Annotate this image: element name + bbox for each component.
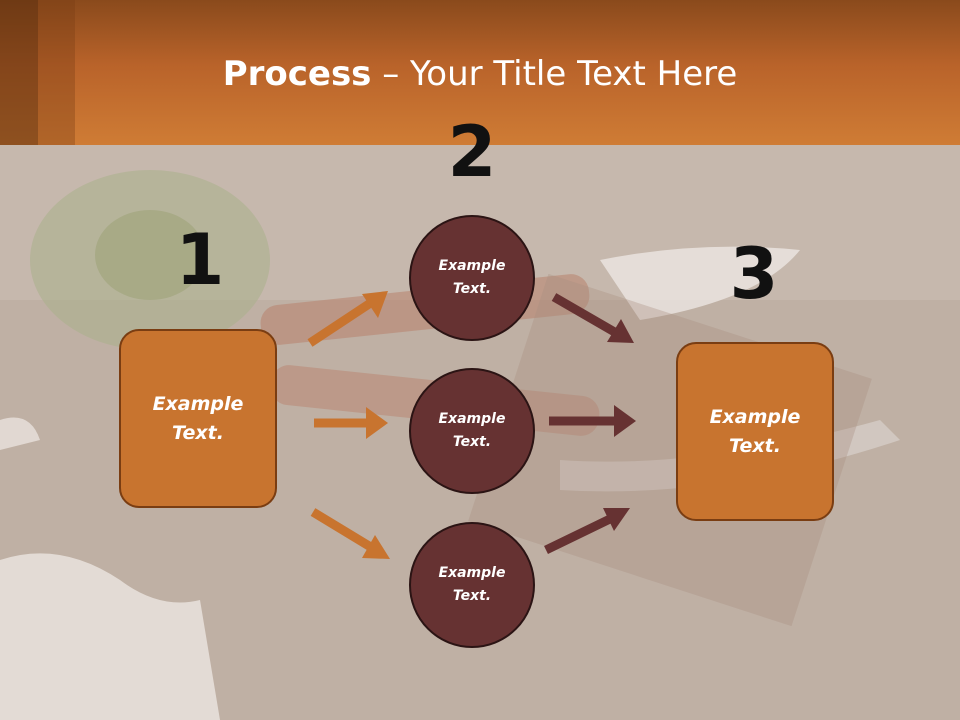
step-circle-top[interactable]: Example Text. — [409, 215, 535, 341]
slide-title[interactable]: Process – Your Title Text Here — [0, 52, 960, 96]
step-circle-bottom-label: Example Text. — [438, 565, 506, 604]
title-rest: – Your Title Text Here — [371, 54, 738, 94]
step-circle-middle[interactable]: Example Text. — [409, 368, 535, 494]
step-number-2: 2 — [447, 111, 497, 193]
step-box-left[interactable]: Example Text. — [119, 329, 277, 508]
arrow-left-up — [307, 291, 388, 347]
step-box-right[interactable]: Example Text. — [676, 342, 834, 521]
step-number-3: 3 — [729, 233, 779, 315]
step-box-right-label: Example Text. — [709, 405, 801, 457]
step-box-left-label: Example Text. — [152, 392, 244, 444]
step-circle-top-label: Example Text. — [438, 258, 506, 297]
arrow-right-down — [551, 293, 634, 343]
arrow-right-up — [544, 508, 630, 555]
arrow-right-middle — [549, 405, 636, 437]
header-accent-strip — [38, 0, 75, 145]
step-number-1: 1 — [175, 219, 225, 301]
step-circle-middle-label: Example Text. — [438, 411, 506, 450]
header-band — [0, 0, 960, 145]
title-bold: Process — [222, 54, 372, 94]
step-circle-bottom[interactable]: Example Text. — [409, 522, 535, 648]
header-accent-strip — [0, 0, 38, 145]
arrow-left-middle — [314, 407, 388, 439]
arrow-left-down — [310, 508, 390, 559]
